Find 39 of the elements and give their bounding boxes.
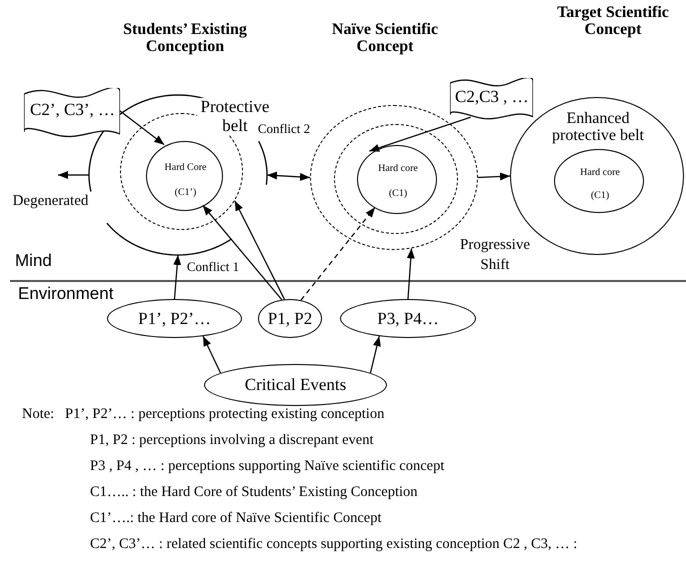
node-label: C2,C3 , … [455, 88, 530, 107]
node-label: Hard core [579, 167, 621, 178]
flag-banner [450, 78, 533, 120]
flag-banner [24, 88, 120, 138]
arrow [173, 254, 182, 300]
axis-label: Mind [15, 251, 52, 271]
node-label: Enhanced protective belt [551, 111, 645, 145]
note-text: C1….. : the Hard Core of Students’ Existing Conception [90, 484, 418, 501]
note-text: P1’, P2’… : perceptions protecting existing conception [65, 406, 384, 423]
arrow [202, 336, 222, 374]
node-label: (C1’) [174, 187, 198, 198]
node-label: P1, P2 [268, 308, 312, 328]
axis-label: Environment [18, 284, 114, 304]
heading: Students’ Existing Conception [122, 22, 248, 56]
node-label: Hard Core [164, 162, 208, 173]
heading: Target Scientific Concept [556, 5, 670, 39]
arrow [202, 204, 282, 300]
arrow [478, 172, 510, 180]
note-text: Note: [22, 406, 54, 423]
node-label: Critical Events [244, 375, 346, 395]
node-label: C2’, C3’, … [30, 101, 116, 120]
note-text: P1, P2 : perceptions involving a discrepant event [90, 432, 374, 449]
node-label: (C1) [388, 188, 408, 199]
node-label: P3, P4… [377, 308, 439, 328]
node-label: (C1) [590, 190, 610, 201]
arrow [406, 248, 415, 300]
note-text: C1’….: the Hard core of Naïve Scientific Concept [90, 510, 382, 527]
arrow [266, 172, 310, 181]
arrow [234, 200, 285, 300]
arrow [370, 336, 381, 374]
arrow [58, 171, 89, 179]
node-label: P1’, P2’… [138, 308, 211, 328]
arrow [369, 116, 471, 152]
note-text: C2’, C3’… : related scientific concepts supporting existing conception C2 , C3, … : [90, 536, 578, 553]
note-text: P3 , P4 , … : perceptions supporting Naïve scientific concept [90, 458, 444, 475]
node-label: Hard core [377, 163, 419, 174]
heading: Naïve Scientific Concept [330, 22, 440, 56]
arrow [300, 207, 376, 301]
arrow [119, 110, 165, 146]
